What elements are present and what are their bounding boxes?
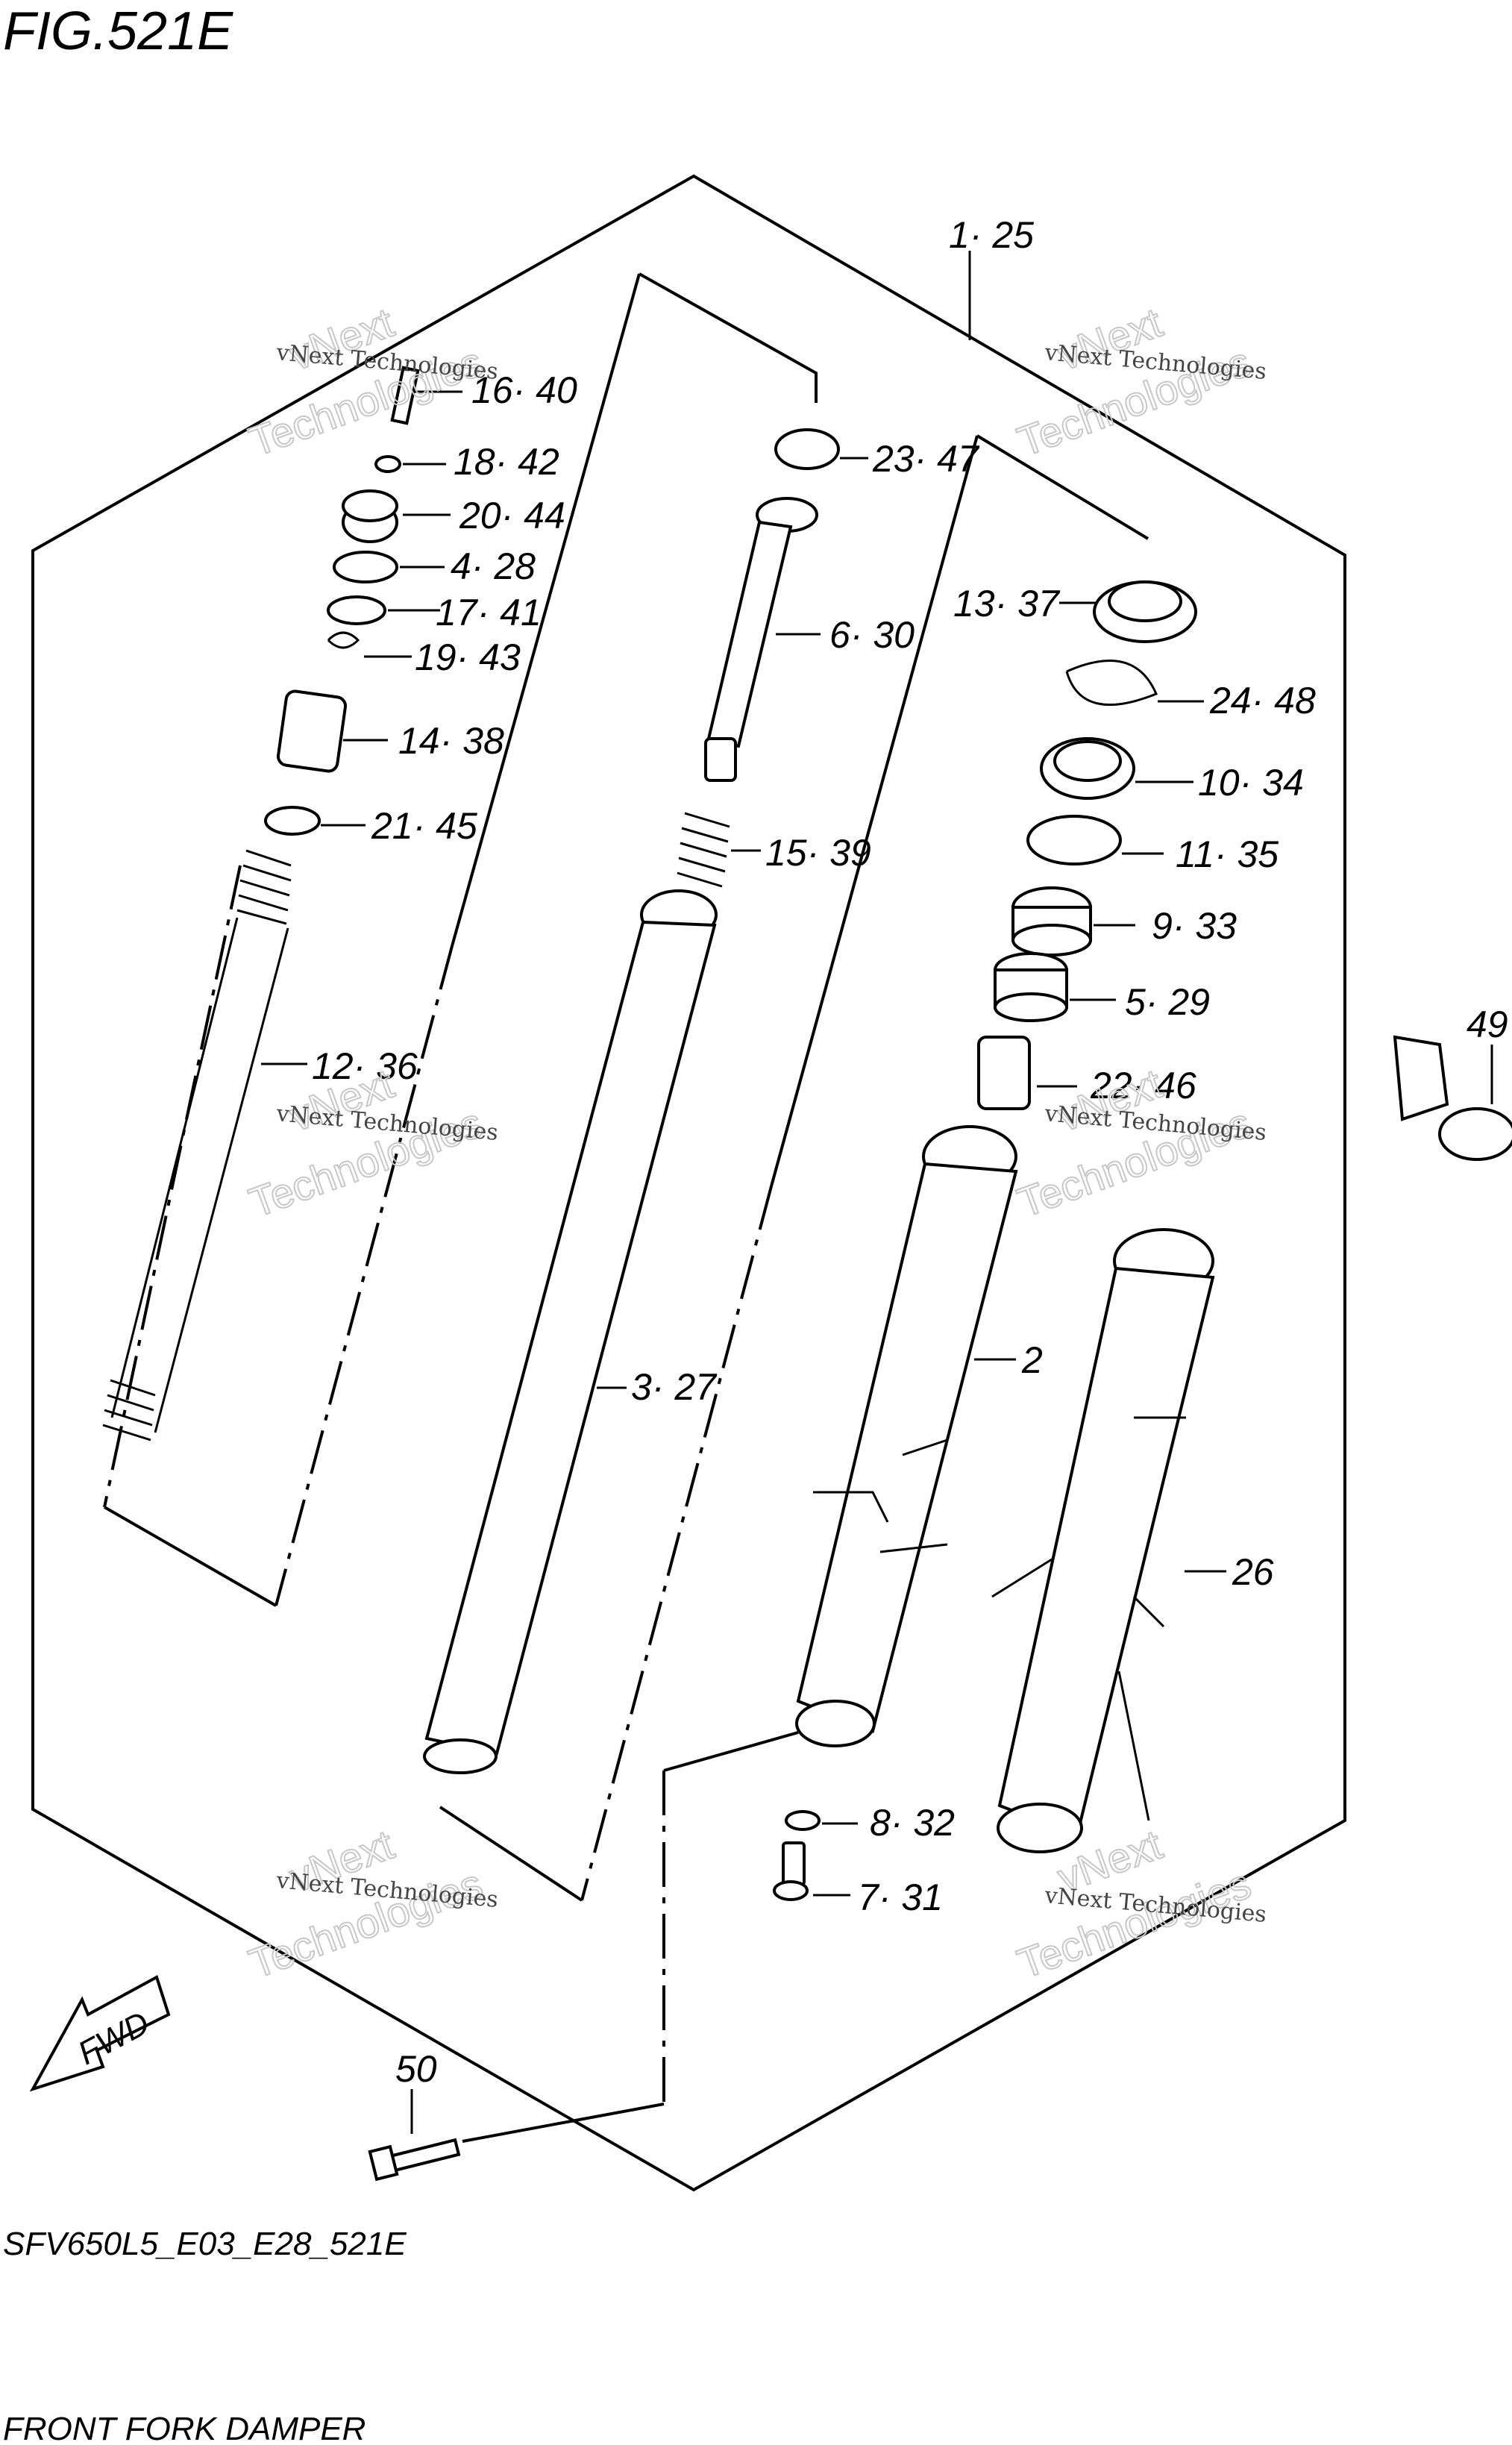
callout-24-48: 24· 48 (1209, 680, 1316, 721)
callout-23-47: 23· 47 (872, 438, 980, 480)
seal-13-37 (1059, 580, 1197, 643)
callout-8-32: 8· 32 (870, 1802, 955, 1844)
footer-name: FRONT FORK DAMPER (3, 2411, 366, 2445)
group-line-tube-left-dash (580, 1186, 773, 1901)
spacer-14-38 (276, 689, 388, 773)
group-outline-tube (976, 434, 1149, 540)
spring-15-39 (677, 812, 761, 888)
callout-15-39: 15· 39 (765, 832, 871, 874)
callout-11-35: 11· 35 (1176, 833, 1279, 875)
callout-4-28: 4· 28 (451, 545, 536, 587)
bolt-16-40 (390, 366, 462, 425)
bushing-9-33 (1011, 886, 1135, 957)
footer-code: SFV650L5_E03_E28_521E (3, 2226, 407, 2262)
group-line-spring-left (451, 273, 641, 947)
washer-17-41 (327, 595, 440, 625)
callout-2: 2 (1021, 1339, 1043, 1381)
assembly-outline (31, 174, 1346, 2192)
callout-22-46: 22· 46 (1090, 1065, 1196, 1106)
outer-tube-26 (991, 1228, 1226, 1853)
callout-9-33: 9· 33 (1152, 905, 1237, 947)
callout-10-34: 10· 34 (1198, 762, 1304, 804)
callout-26: 26 (1232, 1551, 1274, 1593)
circlip-24-48 (1065, 660, 1204, 706)
bolt-50 (368, 2089, 461, 2182)
callout-19-43: 19· 43 (415, 636, 521, 678)
callout-16-40: 16· 40 (471, 369, 577, 411)
figure-title: FIG.521E (3, 1, 233, 61)
callout-21-45: 21· 45 (371, 805, 477, 847)
callout-6-30: 6· 30 (829, 614, 915, 656)
spring-12-36 (102, 849, 307, 1441)
cap-20-44 (342, 489, 451, 543)
callout-5-29: 5· 29 (1125, 981, 1210, 1023)
bushing-5-29 (994, 952, 1116, 1022)
group-outline-spring (639, 272, 818, 403)
group-line-tube-left (770, 435, 979, 1187)
gasket-8-32 (785, 1810, 858, 1831)
callout-12-36: 12· 36 (312, 1045, 418, 1087)
group-line-spring-leftmost (103, 865, 242, 1508)
callout-14-38: 14· 38 (398, 720, 504, 762)
clip-19-43 (327, 631, 412, 658)
tube-3-27 (423, 889, 718, 1774)
group-line-fork-bottom (663, 1731, 799, 1772)
callout-20-44: 20· 44 (459, 495, 565, 536)
oil-seal-10-34 (1040, 737, 1193, 800)
part-49 (1393, 1035, 1512, 1161)
washer-21-45 (264, 806, 366, 836)
rod-6-30 (704, 497, 821, 782)
callout-50: 50 (395, 2048, 437, 2090)
group-line-bolt (462, 2103, 665, 2143)
fwd-arrow-icon: FWD (29, 1975, 171, 2092)
group-line-tube-bottom (439, 1806, 583, 1902)
o-ring-18-42 (374, 455, 446, 473)
callout-18-42: 18· 42 (454, 441, 559, 483)
o-ring-4-28 (333, 551, 445, 583)
callout-3-27: 3· 27 (631, 1366, 718, 1408)
callout-13-37: 13· 37 (953, 583, 1061, 624)
ring-23-47 (774, 428, 868, 470)
group-line-spring-left-dash (275, 945, 454, 1606)
group-line-spring-bottom (104, 1506, 277, 1607)
washer-11-35 (1026, 815, 1164, 865)
callout-7-31: 7· 31 (858, 1876, 943, 1918)
callout-49: 49 (1466, 1004, 1508, 1045)
piece-22-46 (977, 1036, 1077, 1110)
bolt-7-31 (773, 1841, 850, 1901)
callout-17-41: 17· 41 (436, 592, 542, 633)
callout-1-25: 1· 25 (949, 214, 1034, 256)
outer-tube-2 (795, 1125, 1018, 1747)
